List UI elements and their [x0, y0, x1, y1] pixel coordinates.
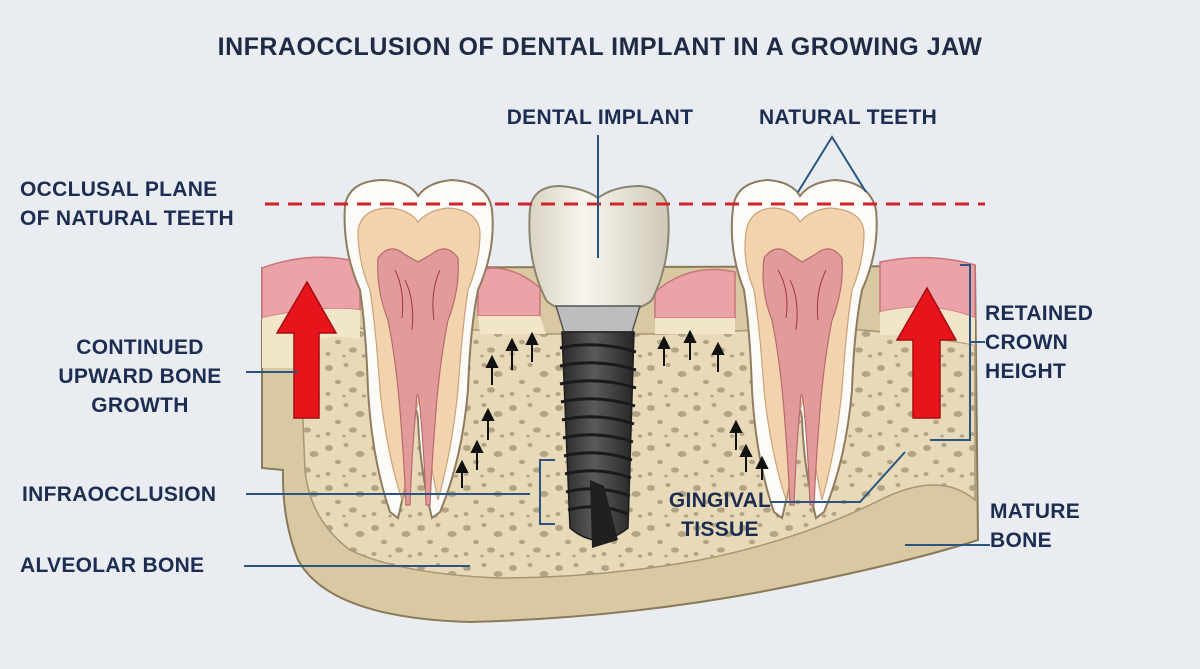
upward-growth-arrow-right [895, 286, 958, 419]
label-alveolar-bone: ALVEOLAR BONE [20, 554, 205, 577]
upward-growth-arrow-left [275, 280, 338, 419]
leader-lines [244, 135, 990, 567]
label-continued-growth-line1: CONTINUED [76, 336, 204, 359]
page-title: INFRAOCCLUSION OF DENTAL IMPLANT IN A GR… [217, 33, 983, 61]
label-retained-crown-height: RETAINED CROWN HEIGHT [985, 299, 1175, 386]
label-retained-line3: HEIGHT [985, 360, 1067, 383]
label-retained-line2: CROWN [985, 331, 1069, 354]
bone-growth-arrows [455, 329, 769, 488]
label-mature-bone-line2: BONE [990, 529, 1052, 552]
label-gingival-tissue-line2: TISSUE [681, 518, 759, 541]
label-mature-bone: MATURE BONE [990, 497, 1140, 555]
label-natural-teeth: NATURAL TEETH [758, 106, 938, 129]
label-occlusal-plane-line1: OCCLUSAL PLANE [20, 178, 218, 201]
label-retained-line1: RETAINED [985, 302, 1094, 325]
label-continued-growth: CONTINUED UPWARD BONE GROWTH [40, 333, 240, 420]
label-gingival-tissue: GINGIVAL TISSUE [660, 486, 780, 544]
label-mature-bone-line1: MATURE [990, 500, 1081, 523]
label-occlusal-plane-line2: OF NATURAL TEETH [20, 207, 235, 230]
label-gingival-tissue-line1: GINGIVAL [668, 489, 772, 512]
label-occlusal-plane: OCCLUSAL PLANE OF NATURAL TEETH [20, 175, 270, 233]
label-continued-growth-line2: UPWARD BONE [58, 365, 222, 388]
natural-tooth-left [343, 178, 494, 520]
label-infraocclusion: INFRAOCCLUSION [22, 483, 217, 506]
natural-tooth-right [730, 178, 878, 520]
label-continued-growth-line3: GROWTH [91, 394, 189, 417]
label-dental-implant: DENTAL IMPLANT [506, 106, 694, 129]
